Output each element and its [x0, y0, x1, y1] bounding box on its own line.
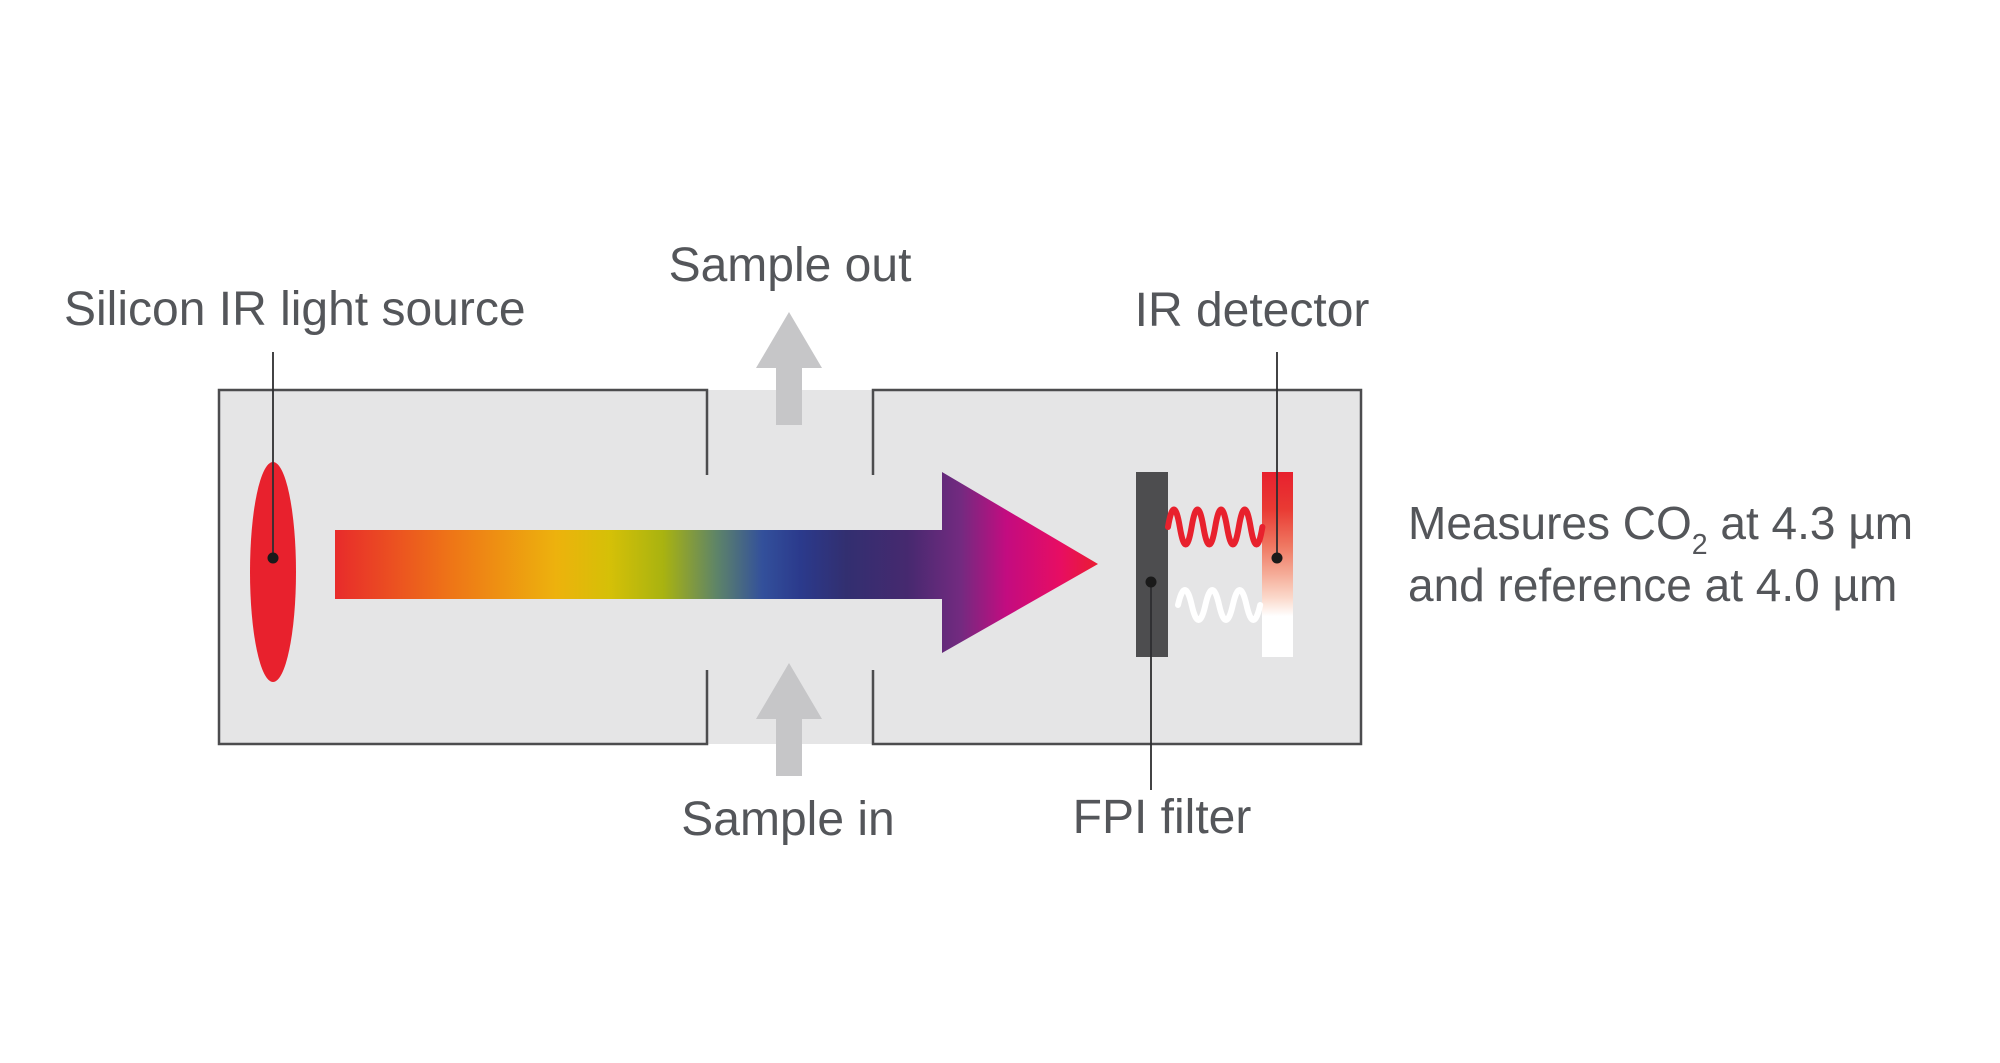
co2-wavelength-wave: [1165, 506, 1266, 548]
reference-wavelength-wave: [1175, 587, 1264, 623]
ir-detector-label: IR detector: [1134, 284, 1370, 337]
light-source-leader-dot: [267, 552, 279, 564]
fpi-filter-bar: [1136, 472, 1168, 657]
annotation-line1-prefix: Measures CO: [1408, 497, 1692, 549]
sample-out-label: Sample out: [668, 239, 912, 292]
annotation-line-1: Measures CO2 at 4.3 µm: [1408, 492, 1914, 560]
sample-in-arrow-icon: [756, 663, 822, 776]
sample-out-arrow-icon: [756, 312, 822, 425]
fpi-filter-leader-dot: [1145, 576, 1157, 588]
sample-in-label: Sample in: [681, 793, 895, 846]
light-source-label: Silicon IR light source: [64, 283, 526, 336]
ir-detector-leader-dot: [1271, 552, 1283, 564]
annotation-line1-subscript: 2: [1691, 529, 1708, 562]
annotation-line1-suffix: at 4.3 µm: [1707, 497, 1914, 549]
chamber-outline: [217, 388, 1363, 746]
fpi-filter-label: FPI filter: [1072, 791, 1252, 844]
light-source-ellipse: [250, 462, 296, 682]
annotation-line-2: and reference at 4.0 µm: [1408, 559, 1898, 611]
ir-beam-arrow: [335, 472, 1098, 653]
measurement-annotation: Measures CO2 at 4.3 µm and reference at …: [1408, 492, 1913, 616]
